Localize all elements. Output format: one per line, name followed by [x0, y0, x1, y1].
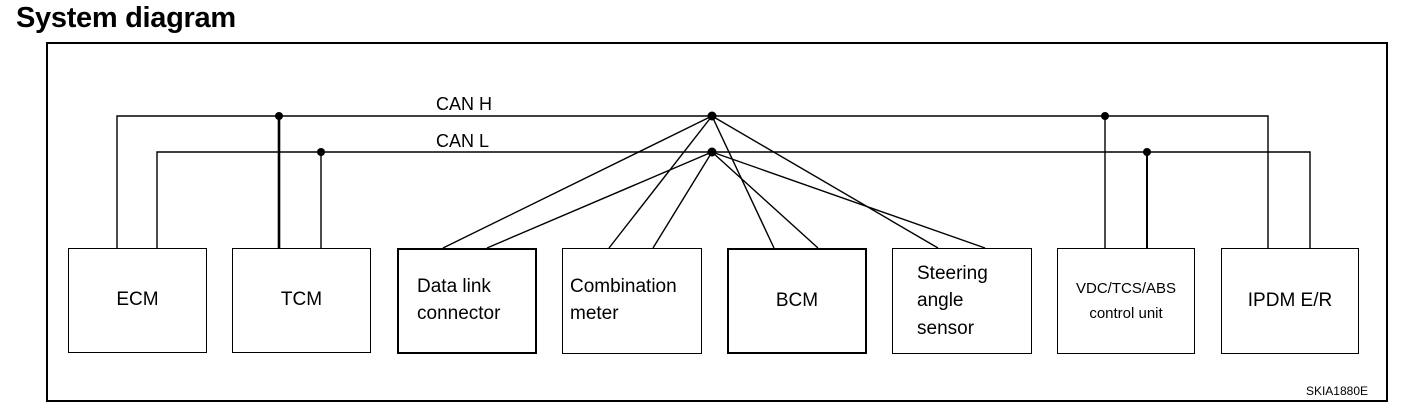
- can-l-line: [156, 151, 1311, 248]
- hub-h-steer: [711, 115, 939, 249]
- junction-dot: [1143, 148, 1151, 156]
- unit-label: Steering angle sensor: [917, 262, 988, 339]
- unit-label: BCM: [775, 289, 819, 311]
- unit-box-bcm: BCM: [727, 248, 867, 354]
- junction-dot: [275, 112, 283, 120]
- unit-box-ecm: ECM: [68, 248, 207, 353]
- diagram-frame: [46, 42, 1388, 402]
- can-l-label: CAN L: [436, 131, 490, 151]
- page-title: System diagram: [16, 2, 236, 34]
- junction-dot: [707, 111, 717, 121]
- can-h-label: CAN H: [436, 94, 493, 114]
- hub-l-steer: [711, 151, 986, 249]
- unit-label: TCM: [280, 289, 323, 311]
- hub-l-bcm: [711, 151, 819, 249]
- hub-h-bcm: [711, 115, 775, 249]
- unit-label: IPDM E/R: [1247, 289, 1333, 311]
- unit-box-data-link-connector: Data link connector: [397, 248, 537, 354]
- hub-h-dlc: [442, 115, 713, 249]
- hub-h-meter: [608, 115, 713, 249]
- junction-dot: [317, 148, 325, 156]
- junction-dot: [1101, 112, 1109, 120]
- unit-label: Data link connector: [417, 276, 501, 324]
- unit-label: ECM: [116, 289, 159, 311]
- unit-box-ipdm-er: IPDM E/R: [1221, 248, 1359, 354]
- unit-box-vdc-tcs-abs: VDC/TCS/ABS control unit: [1057, 248, 1195, 354]
- hub-l-dlc: [486, 151, 713, 249]
- unit-box-tcm: TCM: [232, 248, 371, 353]
- unit-box-combination-meter: Combination meter: [562, 248, 702, 354]
- unit-box-steering-angle-sensor: Steering angle sensor: [892, 248, 1032, 354]
- can-h-line: [116, 115, 1269, 248]
- hub-l-meter: [652, 151, 713, 249]
- unit-label: Combination meter: [570, 276, 677, 324]
- junction-dot: [707, 147, 717, 157]
- figure-code: SKIA1880E: [1305, 384, 1368, 398]
- unit-label: VDC/TCS/ABS control unit: [1075, 279, 1177, 323]
